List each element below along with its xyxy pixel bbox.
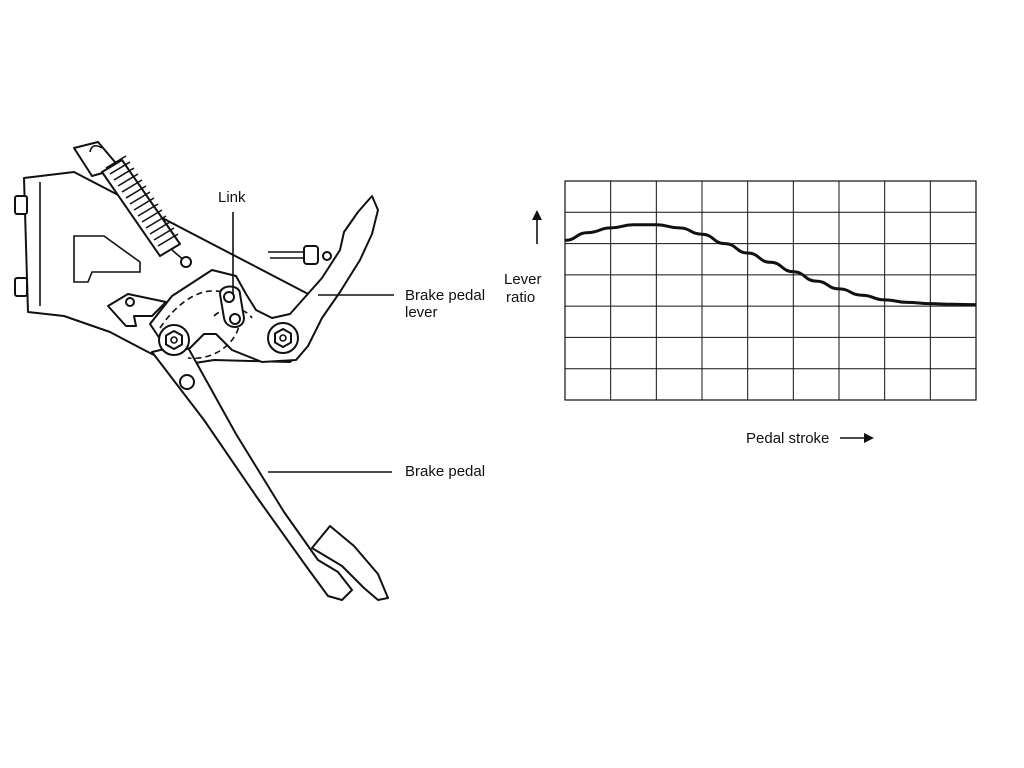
lever-ratio-chart: Lever ratio Pedal stroke bbox=[504, 180, 977, 447]
lever-ratio-curve bbox=[564, 223, 977, 307]
chart-grid bbox=[564, 180, 977, 401]
y-axis-label-line1: Lever bbox=[504, 271, 542, 288]
brake-pedal-assembly: Link Brake pedal lever Brake pedal bbox=[14, 141, 485, 601]
return-spring bbox=[89, 144, 192, 268]
link bbox=[219, 285, 245, 328]
y-axis-arrow bbox=[532, 210, 542, 244]
brake-pedal-arm bbox=[151, 343, 389, 601]
lever-pin-hole bbox=[322, 251, 332, 261]
brake-pedal-label: Brake pedal bbox=[405, 463, 485, 480]
x-axis-arrow bbox=[840, 433, 874, 443]
x-axis-label: Pedal stroke bbox=[746, 430, 829, 447]
brake-pedal-lever-label-line2: lever bbox=[405, 304, 438, 321]
y-axis-label-line2: ratio bbox=[506, 289, 535, 306]
electrical-connector bbox=[268, 245, 319, 265]
chart-frame bbox=[564, 180, 977, 401]
pedal-hole bbox=[179, 374, 195, 390]
pivot-bolt-right bbox=[267, 322, 299, 354]
link-label: Link bbox=[218, 189, 246, 206]
pivot-bolt-left bbox=[158, 324, 190, 356]
stop-tab bbox=[107, 293, 167, 327]
stop-tab-hole bbox=[125, 297, 135, 307]
brake-pedal-lever-label-line1: Brake pedal bbox=[405, 287, 485, 304]
